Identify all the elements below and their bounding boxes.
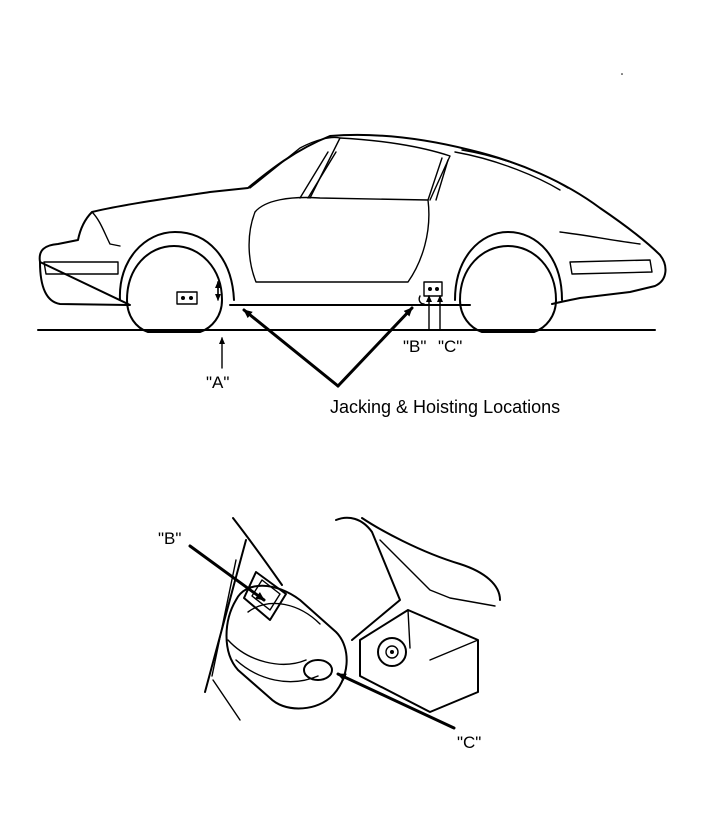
detail-bracket-top — [361, 517, 501, 601]
label-c-top: "C" — [438, 337, 462, 356]
rear-bumper-lamp — [569, 259, 653, 275]
detail-cylinder-ring — [227, 639, 307, 665]
detail-label-b: "B" — [158, 529, 181, 548]
label-b-top: "B" — [403, 337, 426, 356]
pointer-arrow-rear — [336, 306, 414, 388]
detail-socket-b — [243, 571, 287, 621]
detail-bracket — [335, 516, 401, 641]
detail-socket-b-inner — [251, 579, 281, 611]
caption-jacking: Jacking & Hoisting Locations — [330, 397, 560, 417]
detail-arrow-b — [188, 544, 266, 602]
detail-plate-fold — [407, 609, 479, 661]
detail-label-c: "C" — [457, 733, 481, 752]
label-a: "A" — [206, 373, 229, 392]
jack-point-front-icon — [176, 291, 198, 305]
detail-arrow-c — [336, 672, 456, 730]
front-wheel-arch — [118, 231, 235, 301]
detail-jack-hole-c — [303, 659, 333, 681]
b-pillar — [427, 157, 449, 201]
detail-body-edge-2 — [211, 559, 237, 677]
detail-cylinder-body — [225, 584, 348, 710]
front-wheel — [126, 245, 223, 333]
pointer-arrow-front — [242, 308, 340, 388]
rear-quarter-line — [559, 231, 641, 245]
detail-body-edge — [204, 539, 247, 693]
a-pillar — [299, 151, 337, 199]
car-body-outline — [38, 133, 667, 306]
rear-wheel-arch — [454, 231, 563, 301]
car-side-view — [37, 133, 667, 388]
hood-line — [91, 211, 121, 247]
rear-wheel — [459, 245, 557, 333]
front-bumper-lamp — [43, 261, 119, 275]
detail-cylinder-inner — [247, 602, 321, 625]
rear-window — [454, 149, 569, 191]
jack-point-rear-icon — [418, 281, 443, 305]
detail-body-left — [232, 517, 283, 586]
door-outline — [248, 196, 430, 283]
detail-plate — [359, 609, 479, 713]
detail-view — [188, 516, 501, 730]
detail-bracket-mid — [379, 539, 496, 607]
detail-lower-edge — [212, 679, 241, 721]
scan-speck — [621, 73, 623, 75]
detail-bolt-icon — [377, 637, 407, 667]
roof-line — [339, 137, 451, 201]
detail-bolt-head — [385, 645, 399, 659]
